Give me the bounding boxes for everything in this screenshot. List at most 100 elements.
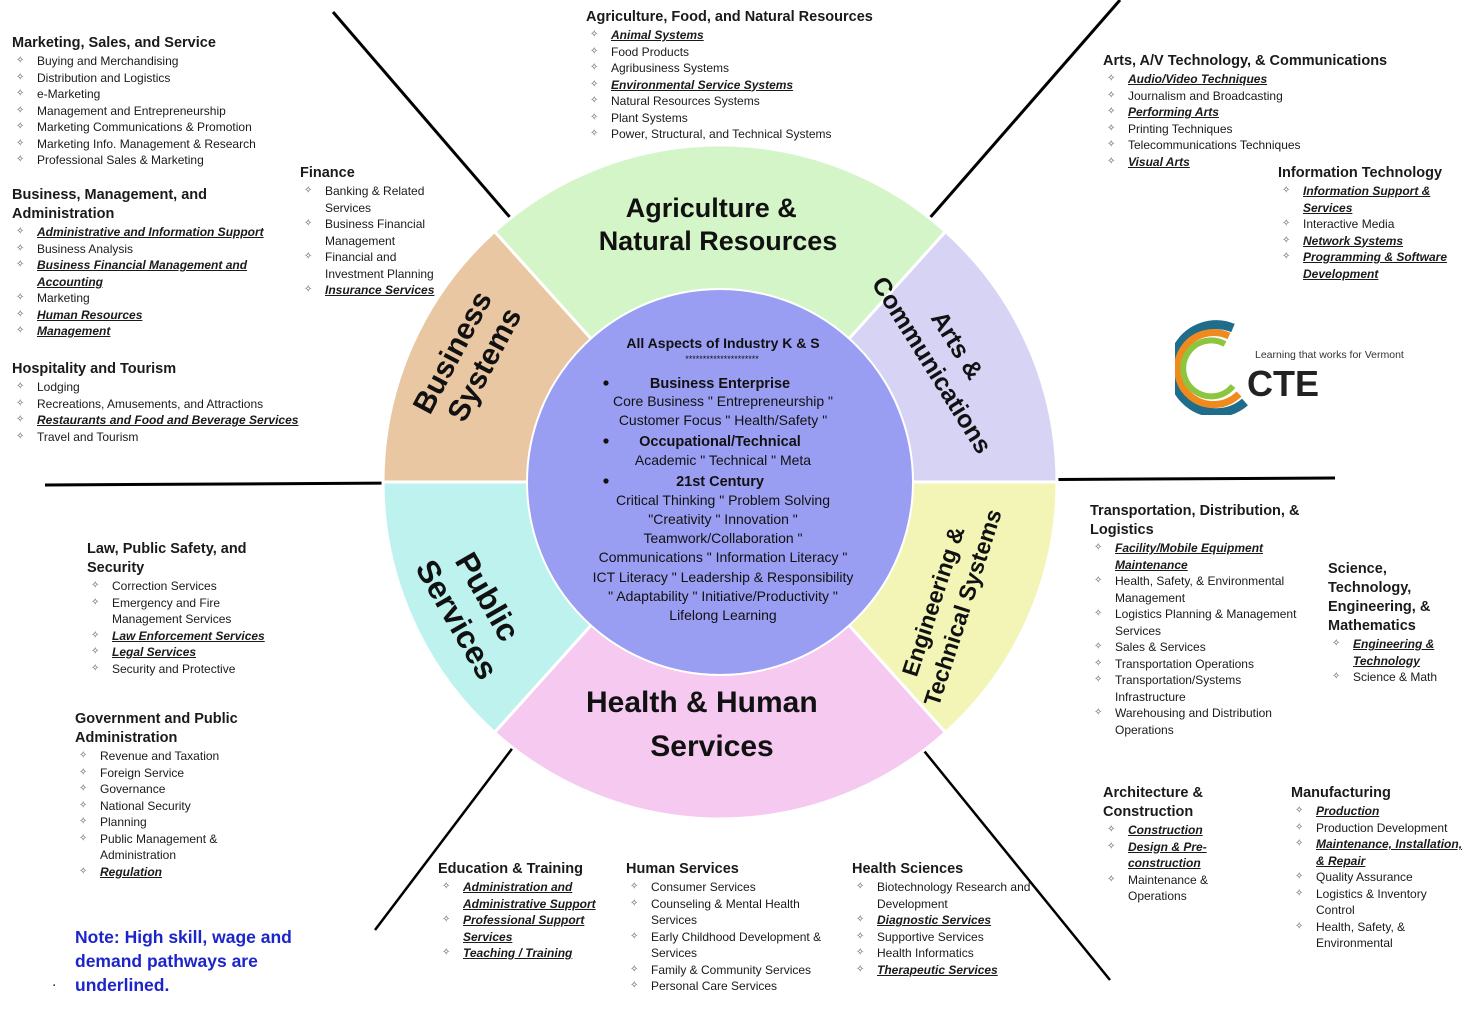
pathway-label: Production Development — [1316, 820, 1448, 835]
pathway-item: Governance — [75, 781, 275, 798]
pathway-item-high-demand: Administration and Administrative Suppor… — [438, 879, 603, 912]
center-line: "Creativity " Innovation " — [648, 511, 798, 527]
pathway-item-high-demand: Design & Pre-construction — [1103, 839, 1233, 872]
pathway-item: e-Marketing — [12, 86, 322, 103]
pathway-list: Biotechnology Research and DevelopmentDi… — [852, 879, 1042, 978]
pathway-label: Logistics & Inventory Control — [1316, 886, 1427, 918]
pathway-label: Food Products — [611, 44, 690, 59]
pathway-item-high-demand: Construction — [1103, 822, 1233, 839]
pathway-item: Telecommunications Techniques — [1103, 137, 1443, 154]
pathway-list: Information Support & ServicesInteractiv… — [1278, 183, 1463, 282]
pathway-item: Natural Resources Systems — [586, 93, 926, 110]
cluster-agriculture: Agriculture, Food, and Natural Resources… — [586, 8, 926, 143]
center-line: Critical Thinking " Problem Solving — [616, 492, 830, 508]
center-line: ICT Literacy " Leadership & Responsibili… — [593, 569, 854, 585]
pathway-item: Marketing Info. Management & Research — [12, 136, 322, 153]
sector-label-health: Health & Human Services — [586, 686, 826, 763]
pathway-item: Logistics Planning & Management Services — [1090, 606, 1305, 639]
pathway-label: Management and Entrepreneurship — [37, 103, 226, 118]
pathway-label: Professional Support Services — [463, 913, 585, 944]
cluster-heading: Hospitality and Tourism — [12, 361, 177, 377]
pathway-label: Marketing — [37, 291, 90, 305]
pathway-label: Performing Arts — [1128, 105, 1219, 119]
pathway-item: Foreign Service — [75, 765, 275, 782]
pathway-item-high-demand: Facility/Mobile Equipment Maintenance — [1090, 540, 1305, 573]
pathway-label: Personal Care Services — [651, 979, 778, 993]
pathway-label: Banking & Related Services — [325, 184, 425, 215]
pathway-label: Biotechnology Research and Development — [877, 880, 1031, 911]
cluster-heading: Marketing, Sales, and Service — [12, 35, 216, 51]
pathway-label: Programming & Software Development — [1303, 250, 1448, 281]
pathway-label: Sales & Services — [1115, 640, 1206, 654]
pathway-item: Quality Assurance — [1291, 869, 1466, 886]
pathway-item-high-demand: Business Financial Management and Accoun… — [12, 257, 312, 290]
pathway-label: Therapeutic Services — [877, 962, 998, 977]
pathway-label: Natural Resources Systems — [611, 94, 760, 108]
pathway-label: Professional Sales & Marketing — [37, 153, 204, 167]
pathway-label: Correction Services — [112, 579, 217, 593]
pathway-item: Transportation/Systems Infrastructure — [1090, 672, 1305, 705]
pathway-item: Health, Safety, & Environmental — [1291, 919, 1466, 952]
pathway-label: Supportive Services — [877, 929, 984, 944]
pathway-list: Correction ServicesEmergency and Fire Ma… — [87, 578, 277, 677]
pathway-label: Business Analysis — [37, 241, 134, 256]
center-line: Core Business " Entrepreneurship " — [613, 393, 833, 409]
pathway-item: Transportation Operations — [1090, 656, 1305, 673]
pathway-label: Lodging — [37, 380, 80, 394]
pathway-item-high-demand: Audio/Video Techniques — [1103, 71, 1443, 88]
pathway-item-high-demand: Maintenance, Installation, & Repair — [1291, 836, 1466, 869]
pathway-label: Human Resources — [37, 307, 143, 322]
cluster-heading: Information Technology — [1278, 165, 1443, 181]
pathway-item: Warehousing and Distribution Operations — [1090, 705, 1305, 738]
center-line: Academic " Technical " Meta — [635, 452, 811, 468]
pathway-item-high-demand: Performing Arts — [1103, 104, 1443, 121]
pathway-label: Marketing Info. Management & Research — [37, 136, 256, 151]
pathway-item: Counseling & Mental Health Services — [626, 896, 841, 929]
pathway-label: Engineering & Technology — [1353, 637, 1435, 668]
pathway-item: Science & Math — [1328, 669, 1463, 686]
pathway-label: Travel and Tourism — [37, 429, 139, 444]
pathway-label: Distribution and Logistics — [37, 70, 171, 85]
pathway-label: Buying and Merchandising — [37, 54, 179, 68]
pathway-item-high-demand: Information Support & Services — [1278, 183, 1463, 216]
pathway-item-high-demand: Environmental Service Systems — [586, 77, 926, 94]
pathway-label: Design & Pre-construction — [1128, 839, 1207, 871]
pathway-label: National Security — [100, 798, 191, 813]
pathway-label: Production — [1316, 804, 1380, 818]
center-line: Teamwork/Collaboration " — [643, 530, 802, 546]
pathway-label: Diagnostic Services — [877, 913, 992, 927]
pathway-item-high-demand: Human Resources — [12, 307, 312, 324]
pathway-item: Recreations, Amusements, and Attractions — [12, 396, 332, 413]
cluster-marketing: Marketing, Sales, and ServiceBuying and … — [12, 34, 322, 169]
pathway-item: Professional Sales & Marketing — [12, 152, 322, 169]
pathway-item-high-demand: Engineering & Technology — [1328, 636, 1463, 669]
logo-tagline: Learning that works for Vermont — [1255, 349, 1404, 361]
pathway-item: Maintenance & Operations — [1103, 872, 1233, 905]
pathway-label: Information Support & Services — [1303, 184, 1431, 215]
pathway-item-high-demand: Therapeutic Services — [852, 962, 1042, 979]
pathway-item: Sales & Services — [1090, 639, 1305, 656]
pathway-item: Health, Safety, & Environmental Manageme… — [1090, 573, 1305, 606]
pathway-item: Health Informatics — [852, 945, 1042, 962]
pathway-item: Lodging — [12, 379, 332, 396]
pathway-label: Recreations, Amusements, and Attractions — [37, 396, 264, 411]
pathway-item-high-demand: Production — [1291, 803, 1466, 820]
pathway-item: Financial and Investment Planning — [300, 249, 440, 282]
pathway-item-high-demand: Insurance Services — [300, 282, 440, 299]
center-line: Communications " Information Literacy " — [599, 549, 848, 565]
pathway-item: Marketing Communications & Promotion — [12, 119, 322, 136]
cluster-human-services: Human ServicesConsumer ServicesCounselin… — [626, 860, 841, 995]
pathway-label: Network Systems — [1303, 233, 1404, 248]
pathway-list: LodgingRecreations, Amusements, and Attr… — [12, 379, 332, 445]
pathway-label: Public Management & Administration — [100, 831, 218, 863]
cluster-heading: Health Sciences — [852, 861, 964, 877]
pathway-label: Transportation Operations — [1115, 656, 1254, 671]
pathway-item: Supportive Services — [852, 929, 1042, 946]
pathway-item: Agribusiness Systems — [586, 60, 926, 77]
pathway-item-high-demand: Restaurants and Food and Beverage Servic… — [12, 412, 332, 429]
pathway-label: Emergency and Fire Management Services — [112, 595, 232, 627]
pathway-item: Distribution and Logistics — [12, 70, 322, 87]
cluster-heading: Business, Management, and Administration — [12, 187, 207, 222]
cluster-heading: Manufacturing — [1291, 785, 1391, 801]
